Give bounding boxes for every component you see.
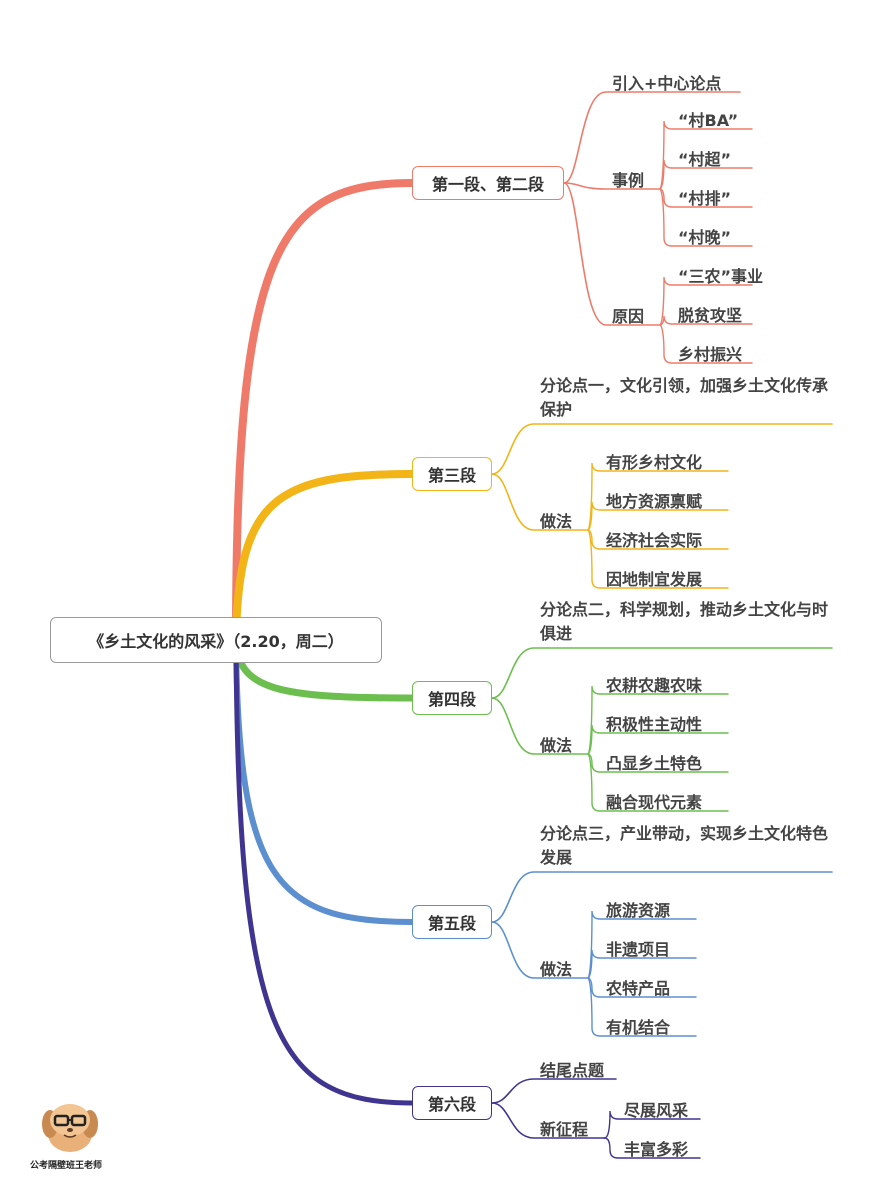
connector-line [491,423,833,475]
leaf-item[interactable]: 旅游资源 [606,901,671,920]
leaf-item[interactable]: 地方资源禀赋 [606,492,703,511]
connector-line [587,529,729,589]
connector-line [659,188,753,247]
connector-line [587,724,729,755]
leaf-item[interactable]: 非遗项目 [606,940,671,959]
connector-line [491,473,589,531]
connector-line [563,182,661,326]
leaf-item[interactable]: 尽展风采 [624,1101,689,1120]
connector-line [563,91,741,184]
argument-topic[interactable]: 分论点三，产业带动，实现乡土文化特色发展 [540,824,829,867]
topic-label[interactable]: 引入+中心论点 [612,74,722,93]
connector-line [659,324,753,364]
leaf-item[interactable]: 乡村振兴 [678,345,743,364]
leaf-item[interactable]: 丰富多彩 [624,1140,689,1159]
topic-label[interactable]: 做法 [540,960,573,979]
section-node[interactable]: 第四段 [412,681,492,715]
connector-line [491,921,589,979]
connector-line [491,871,833,923]
section-node[interactable]: 第六段 [412,1086,492,1120]
leaf-item[interactable]: 因地制宜发展 [606,570,703,589]
argument-topic[interactable]: 分论点一，文化引领，加强乡土文化传承保护 [540,376,829,419]
connector-line [587,753,729,812]
leaf-item[interactable]: “村排” [678,189,732,208]
leaf-item[interactable]: 农特产品 [606,979,671,998]
connector-line [603,1110,701,1139]
connector-line [491,1102,605,1139]
connector-line [491,647,833,699]
leaf-item[interactable]: 农耕农趣农味 [606,676,703,695]
connector-line [233,637,415,1106]
leaf-item[interactable]: 积极性主动性 [606,715,703,734]
dog-with-glasses-icon [42,1104,98,1152]
connector-line [232,179,416,644]
section-node[interactable]: 第三段 [412,457,492,491]
root-topic[interactable]: 《乡土文化的风采》（2.20，周二） [50,617,382,663]
leaf-item[interactable]: 凸显乡土特色 [606,754,703,773]
leaf-item[interactable]: 经济社会实际 [606,531,703,550]
leaf-item[interactable]: “村超” [678,150,732,169]
topic-label[interactable]: 新征程 [540,1120,589,1139]
connector-line [587,977,697,1037]
connector-line [587,501,729,531]
argument-topic[interactable]: 分论点二，科学规划，推动乡土文化与时俱进 [540,600,829,643]
root-title: 《乡土文化的风采》（2.20，周二） [88,632,344,651]
connector-line [232,470,416,644]
topic-label[interactable]: 做法 [540,512,573,531]
topic-label[interactable]: 结尾点题 [540,1061,605,1080]
connector-line [659,276,753,326]
connector-line [563,182,661,190]
topic-label[interactable]: 事例 [612,171,645,190]
connector-line [603,1137,701,1159]
topic-label[interactable]: 原因 [612,307,645,326]
leaf-item[interactable]: 脱贫攻坚 [678,306,743,325]
connector-line [659,159,753,190]
leaf-item[interactable]: 有机结合 [606,1018,671,1037]
section-node[interactable]: 第五段 [412,905,492,939]
section-node[interactable]: 第一段、第二段 [412,166,564,200]
topic-label[interactable]: 做法 [540,736,573,755]
watermark-caption: 公考隔壁班王老师 [30,1161,103,1171]
leaf-item[interactable]: 有形乡村文化 [606,453,703,472]
leaf-item[interactable]: 融合现代元素 [606,793,703,812]
connector-line [491,697,589,755]
leaf-item[interactable]: “村晚” [678,228,732,247]
connector-line [491,1078,617,1104]
leaf-item[interactable]: “三农”事业 [678,267,764,286]
leaf-item[interactable]: “村BA” [678,111,739,130]
connector-line [587,949,697,979]
